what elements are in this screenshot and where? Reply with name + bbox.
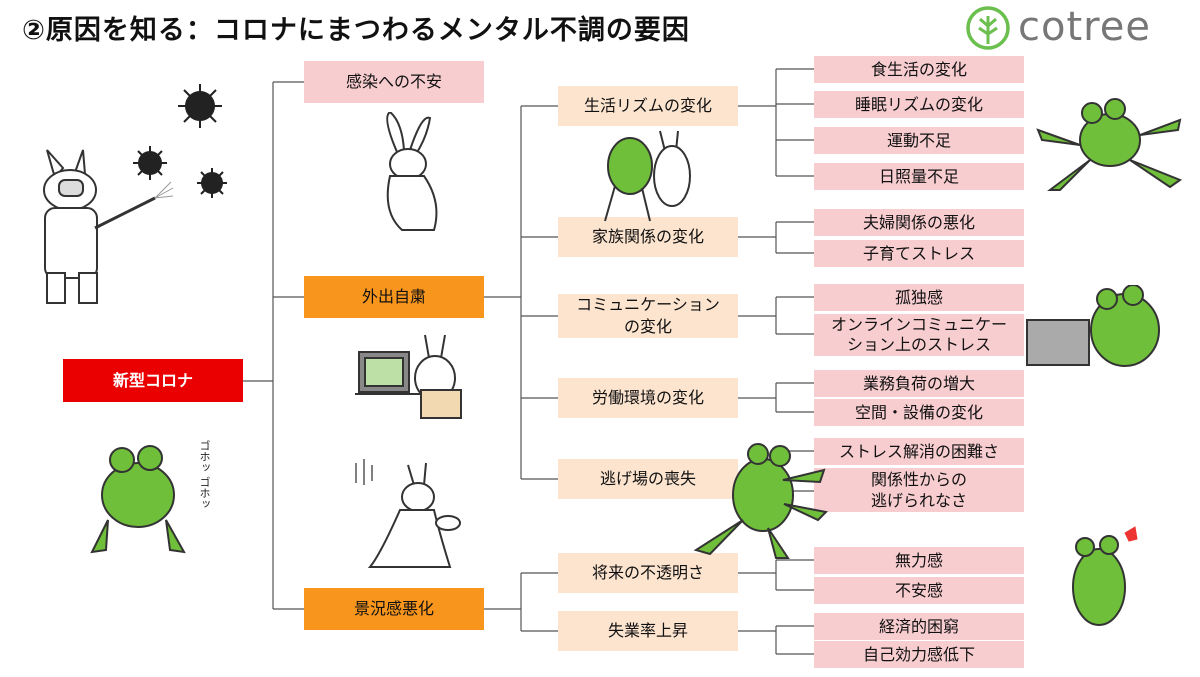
- rabbit-laptop-illustration: [355, 334, 462, 419]
- virus-icon: [133, 84, 227, 198]
- leaf-item: 日照量不足: [814, 163, 1024, 190]
- escaping-frog-illustration: [693, 443, 828, 559]
- leaf-item: オンラインコミュニケー ション上のストレス: [814, 314, 1024, 356]
- leaf-item: 孤独感: [814, 284, 1024, 311]
- frog-laptop-illustration: [1026, 285, 1160, 367]
- leaf-item: 睡眠リズムの変化: [814, 91, 1024, 118]
- level2-life-rhythm: 生活リズムの変化: [558, 86, 738, 126]
- frog-rabbit-illustration: [604, 130, 691, 222]
- leaf-item: 空間・設備の変化: [814, 399, 1024, 426]
- leaf-item: 不安感: [814, 577, 1024, 604]
- level2-communication: コミュニケーション の変化: [558, 294, 738, 338]
- rabbit-illustration: [386, 112, 438, 231]
- coughing-frog-illustration: [90, 445, 186, 554]
- leaf-item: 経済的困窮: [814, 613, 1024, 640]
- leaf-item: 無力感: [814, 547, 1024, 574]
- leaf-item: ストレス解消の困難さ: [814, 438, 1024, 465]
- shocked-frog-illustration: [1072, 526, 1138, 626]
- frog-cough-sfx: ゴホッ ゴホッ: [198, 440, 211, 510]
- logo-text: cotree: [1018, 4, 1151, 50]
- leaf-item: 子育てストレス: [814, 240, 1024, 267]
- level2-family: 家族関係の変化: [558, 217, 738, 257]
- level2-work-env: 労働環境の変化: [558, 378, 738, 418]
- leaf-item: 自己効力感低下: [814, 641, 1024, 668]
- leaf-item: 運動不足: [814, 127, 1024, 154]
- rabbit-hazmat-illustration: [43, 149, 174, 304]
- level2-unemployment: 失業率上昇: [558, 611, 738, 651]
- page-title: ②原因を知る：コロナにまつわるメンタル不調の要因: [22, 15, 690, 46]
- running-frog-illustration: [1036, 98, 1183, 191]
- exclamation-icon: [1124, 526, 1138, 542]
- leaf-item: 夫婦関係の悪化: [814, 209, 1024, 236]
- level1-infection-anxiety: 感染への不安: [304, 61, 484, 103]
- leaf-item: 関係性からの 逃げられなさ: [814, 468, 1024, 512]
- level1-economic-downturn: 景況感悪化: [304, 588, 484, 630]
- level2-escape-loss: 逃げ場の喪失: [558, 459, 738, 499]
- leaf-item: 食生活の変化: [814, 56, 1024, 83]
- level1-stay-home: 外出自粛: [304, 276, 484, 318]
- leaf-item: 業務負荷の増大: [814, 370, 1024, 397]
- root-node: 新型コロナ: [63, 359, 243, 402]
- tree-icon: [966, 6, 1010, 50]
- cotree-logo: cotree: [962, 4, 1182, 52]
- rabbit-dishes-illustration: [355, 459, 461, 568]
- level2-future-uncertainty: 将来の不透明さ: [558, 553, 738, 593]
